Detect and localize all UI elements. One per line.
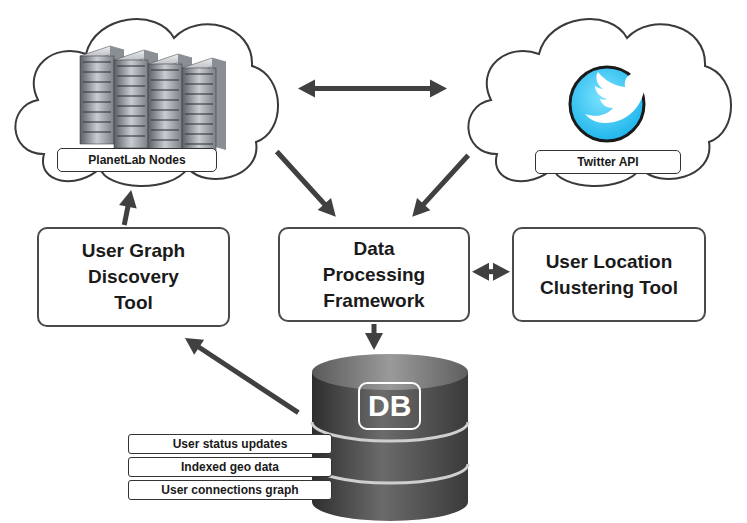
node-text: User status updates: [173, 437, 288, 452]
cloud-label: PlanetLab Nodes: [57, 148, 217, 172]
connector-arrow: [472, 263, 510, 281]
connector-arrow: [185, 338, 298, 413]
connector-arrow: [277, 152, 336, 217]
data-tag: User status updates: [128, 434, 332, 454]
db-label: DB: [358, 382, 421, 430]
arrow-head: [365, 333, 383, 350]
arrow-line: [277, 152, 326, 206]
process-box: Data Processing Framework: [278, 227, 470, 322]
node-text: Data Processing Framework: [308, 236, 440, 314]
connector-arrow: [119, 190, 137, 225]
arrow-head: [185, 338, 204, 355]
connector-arrow: [412, 155, 468, 216]
node-text: User connections graph: [161, 483, 298, 498]
node-text: Indexed geo data: [181, 460, 279, 475]
arrow-head: [493, 263, 510, 281]
cloud: PlanetLab Nodes: [2, 2, 290, 188]
process-box: User Location Clustering Tool: [512, 227, 706, 322]
data-tag: Indexed geo data: [128, 457, 332, 477]
data-tag: User connections graph: [128, 480, 332, 500]
node-text: User Graph Discovery Tool: [68, 238, 200, 316]
arrow-line: [197, 346, 298, 412]
cloud: Twitter API: [455, 2, 743, 188]
connector-arrow: [298, 79, 447, 97]
arrow-line: [313, 86, 432, 91]
arrow-head: [472, 263, 489, 281]
arrow-line: [422, 155, 468, 205]
cloud-label: Twitter API: [535, 150, 681, 174]
process-box: User Graph Discovery Tool: [37, 227, 230, 327]
node-text: User Location Clustering Tool: [539, 249, 679, 301]
arrow-head: [318, 198, 336, 217]
arrow-head: [430, 79, 447, 97]
arrow-line: [124, 205, 128, 225]
connector-arrow: [365, 324, 383, 350]
arrow-head: [412, 198, 430, 217]
arrow-head: [298, 79, 315, 97]
database: DB: [310, 352, 470, 523]
database-cylinder: [310, 352, 470, 523]
arrow-head: [119, 190, 137, 208]
